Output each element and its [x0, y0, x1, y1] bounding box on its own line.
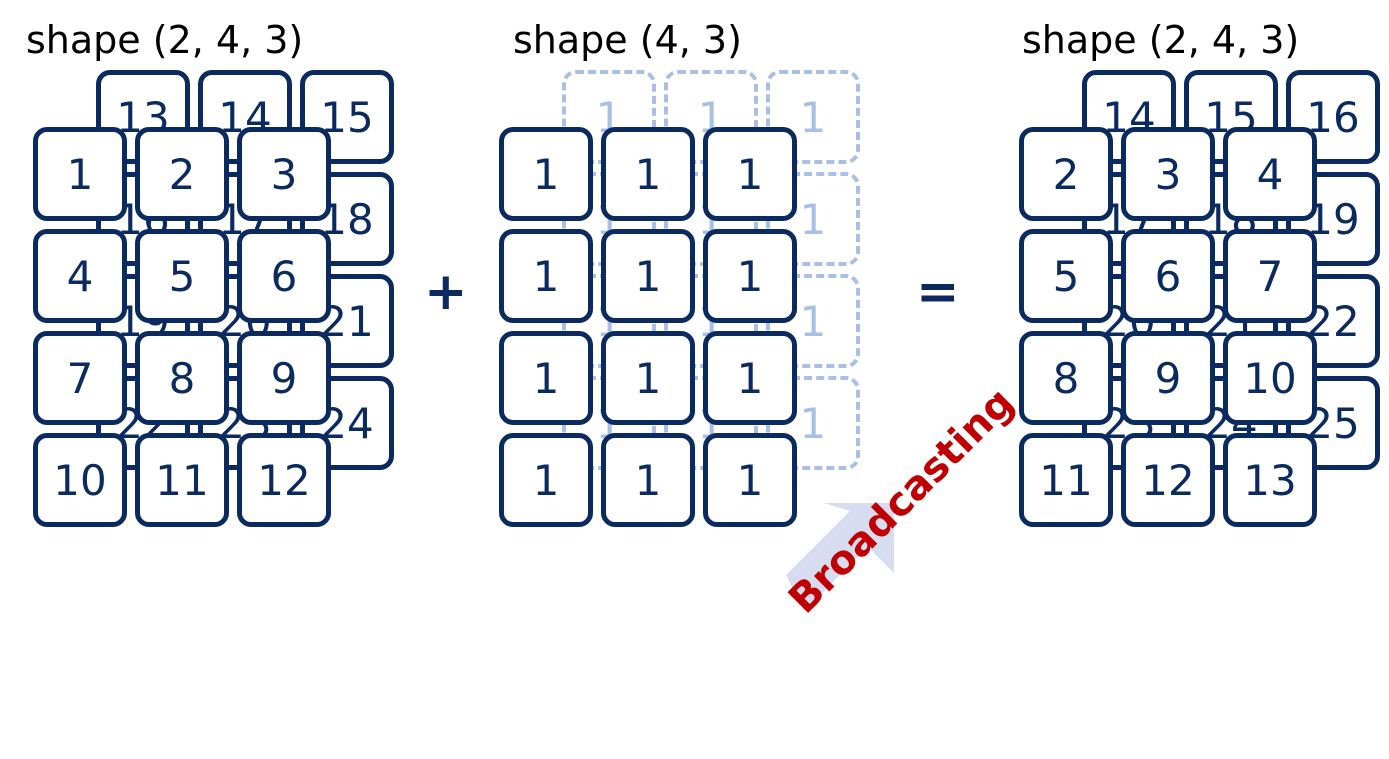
array-a-front-cell: 5: [135, 229, 229, 323]
array-a-front-cell: 12: [237, 433, 331, 527]
array-b-front-cell: 1: [601, 229, 695, 323]
array-c-front-cell: 6: [1121, 229, 1215, 323]
array-c-front-cell: 9: [1121, 331, 1215, 425]
array-b-front-cell: 1: [703, 229, 797, 323]
title-middle: shape (4, 3): [513, 18, 742, 62]
array-b-front-cell: 1: [601, 331, 695, 425]
array-b-front-cell: 1: [499, 331, 593, 425]
array-c-front-cell: 7: [1223, 229, 1317, 323]
array-a-front-cell: 7: [33, 331, 127, 425]
array-a-front-cell: 2: [135, 127, 229, 221]
array-c-front-cell: 8: [1019, 331, 1113, 425]
array-c-front-cell: 4: [1223, 127, 1317, 221]
array-c-front-cell: 10: [1223, 331, 1317, 425]
array-a-front-cell: 10: [33, 433, 127, 527]
array-a-front-cell: 9: [237, 331, 331, 425]
array-a-front-cell: 3: [237, 127, 331, 221]
array-c-front-cell: 13: [1223, 433, 1317, 527]
array-b-front-cell: 1: [499, 433, 593, 527]
array-c-front-cell: 11: [1019, 433, 1113, 527]
array-b-front-cell: 1: [499, 229, 593, 323]
array-a-front-cell: 11: [135, 433, 229, 527]
array-b-front-cell: 1: [499, 127, 593, 221]
plus-operator: +: [424, 262, 468, 322]
array-a-front-cell: 1: [33, 127, 127, 221]
array-c-front-cell: 5: [1019, 229, 1113, 323]
title-left: shape (2, 4, 3): [26, 18, 304, 62]
array-c-front-cell: 12: [1121, 433, 1215, 527]
array-a-front-cell: 8: [135, 331, 229, 425]
array-c-front-cell: 3: [1121, 127, 1215, 221]
array-b-front-cell: 1: [703, 331, 797, 425]
array-b-front-cell: 1: [703, 127, 797, 221]
array-b-front-cell: 1: [601, 127, 695, 221]
array-a-front-cell: 6: [237, 229, 331, 323]
array-b-front-cell: 1: [703, 433, 797, 527]
equals-operator: =: [916, 262, 960, 322]
array-a-front-cell: 4: [33, 229, 127, 323]
array-c-front-cell: 2: [1019, 127, 1113, 221]
array-b-front-cell: 1: [601, 433, 695, 527]
array-b-ghost-cell: 1: [766, 70, 860, 164]
title-right: shape (2, 4, 3): [1022, 18, 1300, 62]
